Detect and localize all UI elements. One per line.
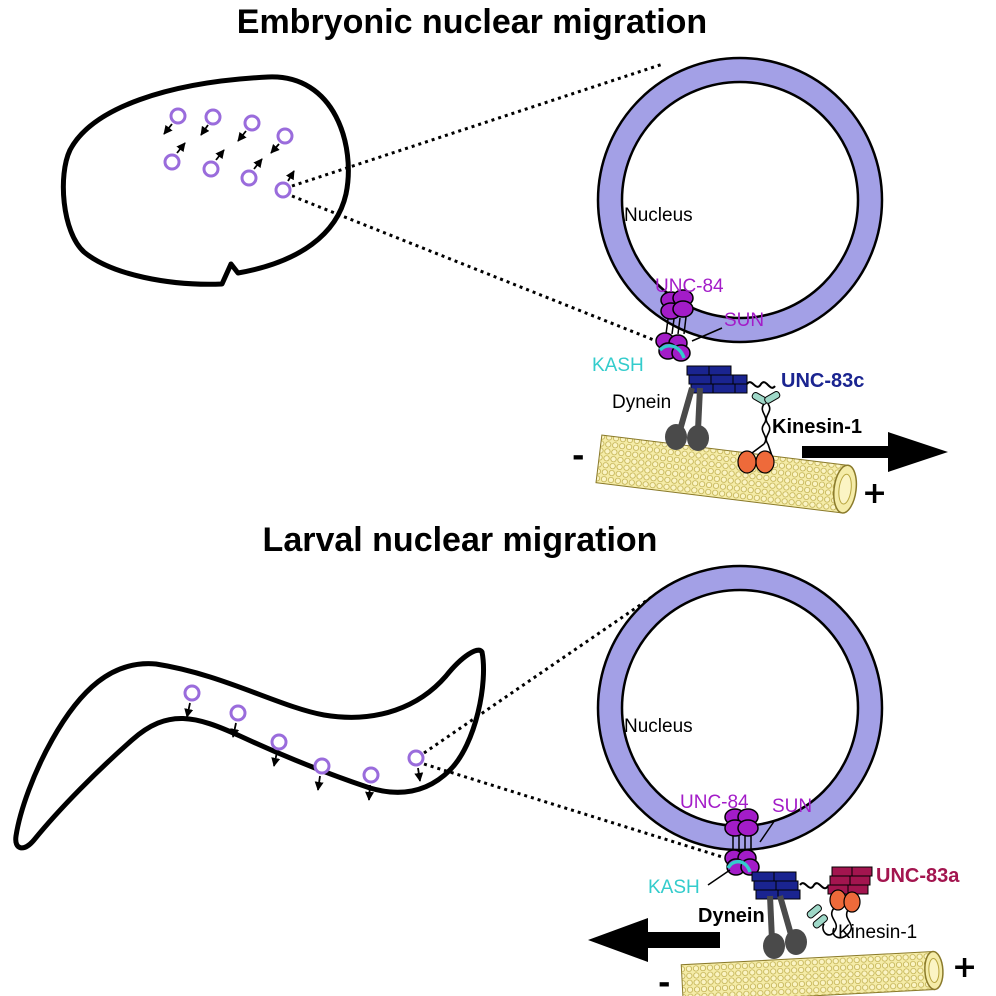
plus-end-label: + (952, 950, 977, 985)
embryo-nuclei (163, 107, 295, 199)
nucleus-direction-arrow (270, 143, 280, 154)
zoom-line (291, 62, 664, 188)
nucleus-direction-arrow (184, 702, 194, 718)
unc84-sun-complex (655, 289, 694, 362)
nucleus-direction-arrow (253, 158, 263, 170)
small-nucleus (229, 704, 247, 722)
nucleus-direction-arrow (163, 123, 173, 135)
kash-label: KASH (592, 355, 644, 376)
kash-domain (726, 859, 752, 873)
top-title: Embryonic nuclear migration (237, 3, 707, 41)
unc83a-protein (827, 866, 873, 895)
small-nucleus (276, 127, 294, 145)
kash-label: KASH (648, 877, 700, 898)
nucleoplasm (620, 80, 860, 320)
unc83-label: UNC-83c (781, 370, 864, 392)
nucleus-direction-arrow (314, 775, 324, 791)
zoom-line (423, 762, 733, 862)
nucleus-direction-arrow (176, 142, 186, 154)
nucleus-direction-arrow (215, 149, 225, 161)
bottom-title: Larval nuclear migration (263, 521, 658, 559)
sun-label: SUN (724, 310, 764, 331)
unc83a-dynein-binding-domain (751, 871, 801, 900)
sun-pointer (759, 819, 776, 843)
small-nucleus (163, 153, 181, 171)
nucleus-direction-arrow (365, 784, 375, 801)
nucleus-direction-arrow (271, 751, 281, 767)
nucleus-label: Nucleus (624, 716, 693, 737)
small-nucleus (274, 181, 292, 199)
microtubule (595, 434, 858, 514)
small-nucleus (202, 160, 220, 178)
small-nucleus (243, 114, 261, 132)
nucleus-direction-arrow (414, 767, 424, 782)
unc83c-protein (686, 365, 748, 394)
unc83a-linker (799, 882, 829, 890)
larva-outline (13, 647, 487, 851)
kinesin-motor (737, 391, 781, 474)
dynein-label: Dynein (612, 392, 671, 413)
small-nucleus (407, 749, 425, 767)
unc83c-linker (746, 381, 776, 389)
microtubule (680, 950, 944, 996)
unc84-label: UNC-84 (655, 276, 724, 297)
small-nucleus (362, 766, 380, 784)
nucleus-label: Nucleus (624, 205, 693, 226)
zoom-line (291, 194, 685, 354)
sun-pointer (691, 327, 723, 342)
kinesin-motor (806, 889, 861, 939)
minus-end-label: - (572, 439, 584, 474)
nucleus-direction-arrow (285, 170, 295, 182)
nucleus-direction-arrow (200, 124, 210, 136)
nucleus-direction-arrow (230, 722, 240, 738)
small-nucleus (204, 108, 222, 126)
larval-nuclei (183, 684, 425, 801)
movement-arrow-left (588, 918, 720, 962)
nucleoplasm (620, 588, 860, 828)
kinesin-label: Kinesin-1 (838, 922, 917, 943)
kinesin-label: Kinesin-1 (772, 416, 862, 438)
unc84-label: UNC-84 (680, 792, 749, 813)
dynein-label: Dynein (698, 905, 765, 927)
small-nucleus (313, 757, 331, 775)
plus-end-label: + (862, 476, 887, 511)
small-nucleus (183, 684, 201, 702)
minus-end-label: - (658, 966, 670, 996)
small-nucleus (240, 169, 258, 187)
dynein-motor (763, 895, 807, 959)
unc83-label: UNC-83a (876, 865, 960, 887)
sun-label: SUN (772, 796, 812, 817)
movement-arrow-right (802, 432, 948, 472)
kash-domain (658, 344, 686, 359)
small-nucleus (270, 733, 288, 751)
kash-pointer (707, 869, 731, 886)
small-nucleus (169, 107, 187, 125)
embryo-outline (60, 74, 351, 287)
nucleus-direction-arrow (237, 130, 247, 142)
dynein-motor (665, 387, 709, 451)
